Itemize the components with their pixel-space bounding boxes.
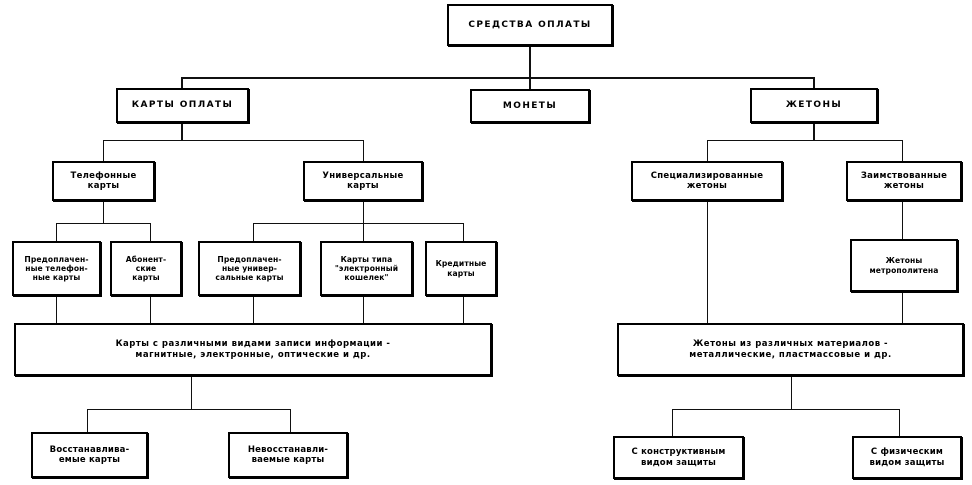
connector-to-subscriber-cards xyxy=(150,223,151,241)
node-metro-tokens[interactable]: Жетоны метрополитена xyxy=(850,239,958,292)
connector-tokens-stem xyxy=(813,123,815,141)
connector-universal-cards-bus xyxy=(253,223,463,224)
node-label: СРЕДСТВА ОПЛАТЫ xyxy=(468,19,592,30)
node-tokens[interactable]: ЖЕТОНЫ xyxy=(750,88,878,123)
node-label: Карты типа "электронный кошелек" xyxy=(334,254,399,283)
connector-root-bus xyxy=(181,77,814,79)
connector-to-phone-cards xyxy=(103,140,104,161)
connector-to-physical-protection xyxy=(899,409,900,436)
connector-to-credit-cards xyxy=(463,223,464,241)
connector-universal-cards-stem xyxy=(363,201,364,224)
connector-to-prepaid-universal-cards xyxy=(253,223,254,241)
connector-phone-cards-bus xyxy=(56,223,151,224)
node-label: С физическим видом защиты xyxy=(869,447,945,468)
node-label: Телефонные карты xyxy=(70,170,137,191)
node-label: С конструктивным видом защиты xyxy=(631,447,726,468)
connector-tokens-bottom-bus xyxy=(672,409,900,410)
connector-payment-cards-stem xyxy=(181,123,183,141)
connector-prepaid-universal-down xyxy=(253,296,254,323)
node-label: Кредитные карты xyxy=(435,259,487,278)
node-label: Заимствованные жетоны xyxy=(860,170,948,191)
node-ewallet-cards[interactable]: Карты типа "электронный кошелек" xyxy=(320,241,413,296)
node-prepaid-universal-cards[interactable]: Предоплачен- ные универ- сальные карты xyxy=(198,241,301,296)
node-label: Жетоны из различных материалов - металли… xyxy=(689,339,892,360)
node-subscriber-cards[interactable]: Абонент- ские карты xyxy=(110,241,182,296)
connector-payment-cards-bus xyxy=(103,140,364,141)
connector-to-ewallet-cards xyxy=(363,223,364,241)
connector-to-non-restorable-cards xyxy=(290,409,291,432)
connector-specialized-down xyxy=(707,201,708,323)
node-label: МОНЕТЫ xyxy=(502,100,558,111)
connector-metro-down xyxy=(902,292,903,323)
connector-to-payment-cards xyxy=(181,77,183,90)
connector-to-prepaid-phone-cards xyxy=(56,223,57,241)
node-root-payment-means[interactable]: СРЕДСТВА ОПЛАТЫ xyxy=(447,4,613,46)
connector-prepaid-phone-down xyxy=(56,296,57,323)
connector-borrowed-to-metro xyxy=(902,201,903,239)
node-constructive-protection[interactable]: С конструктивным видом защиты xyxy=(613,436,744,479)
node-label: Восстанавлива- емые карты xyxy=(49,444,130,465)
node-label: Предоплачен- ные телефон- ные карты xyxy=(24,254,89,283)
node-label: Специализированные жетоны xyxy=(650,170,764,191)
node-credit-cards[interactable]: Кредитные карты xyxy=(425,241,497,296)
connector-cards-bottom-bus xyxy=(87,409,290,410)
connector-to-specialized-tokens xyxy=(707,140,708,161)
connector-tokens-bus xyxy=(707,140,903,141)
node-phone-cards[interactable]: Телефонные карты xyxy=(52,161,155,201)
node-tokens-materials[interactable]: Жетоны из различных материалов - металли… xyxy=(617,323,964,376)
node-payment-cards[interactable]: КАРТЫ ОПЛАТЫ xyxy=(116,88,249,123)
node-non-restorable-cards[interactable]: Невосстанавли- ваемые карты xyxy=(228,432,348,478)
connector-to-coins xyxy=(529,77,531,90)
node-borrowed-tokens[interactable]: Заимствованные жетоны xyxy=(846,161,962,201)
connector-to-borrowed-tokens xyxy=(902,140,903,161)
connector-subscriber-down xyxy=(150,296,151,323)
node-cards-record-types[interactable]: Карты с различными видами записи информа… xyxy=(14,323,492,376)
node-physical-protection[interactable]: С физическим видом защиты xyxy=(852,436,962,479)
node-label: Предоплачен- ные универ- сальные карты xyxy=(215,254,284,283)
connector-to-tokens xyxy=(813,77,815,90)
node-universal-cards[interactable]: Универсальные карты xyxy=(303,161,423,201)
node-label: Карты с различными видами записи информа… xyxy=(115,339,391,360)
node-label: Жетоны метрополитена xyxy=(869,256,939,275)
connector-phone-cards-stem xyxy=(103,201,104,224)
node-prepaid-phone-cards[interactable]: Предоплачен- ные телефон- ные карты xyxy=(12,241,101,296)
connector-to-constructive-protection xyxy=(672,409,673,436)
connector-ewallet-down xyxy=(363,296,364,323)
node-restorable-cards[interactable]: Восстанавлива- емые карты xyxy=(31,432,148,478)
node-label: КАРТЫ ОПЛАТЫ xyxy=(131,100,234,111)
connector-to-restorable-cards xyxy=(87,409,88,432)
node-label: ЖЕТОНЫ xyxy=(785,100,843,111)
node-coins[interactable]: МОНЕТЫ xyxy=(470,89,590,123)
node-label: Невосстанавли- ваемые карты xyxy=(247,444,329,465)
node-label: Абонент- ские карты xyxy=(125,254,167,283)
node-label: Универсальные карты xyxy=(322,170,404,191)
connector-root-stem xyxy=(529,46,531,78)
node-specialized-tokens[interactable]: Специализированные жетоны xyxy=(631,161,783,201)
connector-credit-down xyxy=(463,296,464,323)
connector-to-universal-cards xyxy=(363,140,364,161)
connector-tokens-wide-stem xyxy=(791,376,792,410)
connector-cards-wide-stem xyxy=(191,376,192,410)
